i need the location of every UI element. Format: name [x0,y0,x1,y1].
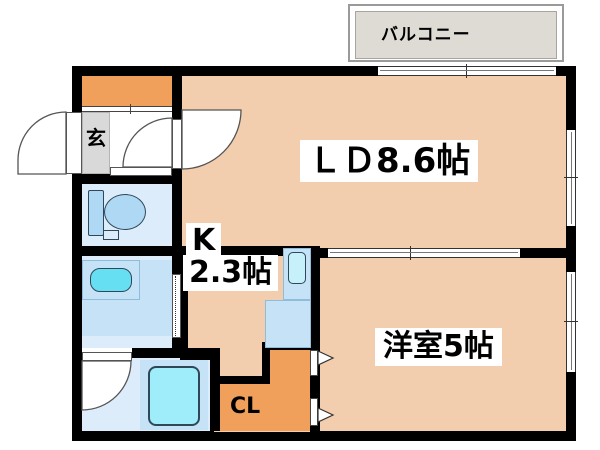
wall-kitchen-left-lower [180,352,220,360]
hall-to-ld-door-leaf[interactable] [172,119,182,169]
washroom-sliding-door-track [175,276,176,336]
closet-folding-door-lower[interactable] [310,398,318,426]
window-room-right-mullion [564,321,578,323]
closet-folding-door-upper[interactable] [310,350,318,376]
ld-room-door-pane-split [330,252,518,253]
ld-to-room-sliding-door[interactable] [328,248,520,258]
ld-room-door-mullion [410,246,412,260]
wall-kitchen-ld [180,246,320,256]
wall-top-left [72,66,576,76]
wall-bath-right [210,348,220,431]
living-dining-label: ＬＤ8.6帖 [300,140,479,182]
bathtub [148,366,200,426]
closet-floor-lower [214,382,318,431]
wall-left [72,66,82,441]
wash-basin-bowl [90,268,132,292]
shoe-closet [82,76,180,106]
balcony-label: バルコニー [381,25,471,45]
washroom-inner-panel-2 [82,300,172,336]
bathroom-door-leaf[interactable] [82,352,132,361]
balcony-door-pane-split [380,70,554,71]
wall-toilet-right [172,184,182,246]
balcony-floor [355,11,557,59]
entrance-label: 玄 [86,126,106,150]
wall-kitchen-left [180,248,188,360]
bathroom-door-swing [81,360,132,411]
wall-hall-bottom [82,174,180,184]
wall-cl-left [262,342,270,384]
wall-washroom-right [172,256,182,276]
window-ld-right-mullion [564,177,578,179]
balcony-door-mullion [466,64,468,78]
toilet-bowl [104,194,146,230]
wall-hall-right [172,66,182,119]
shoe-closet-door-split [130,104,131,114]
shoe-closet-door-line [82,106,180,112]
hall-to-ld-door-swing [181,109,242,170]
entrance-door-swing [17,111,67,175]
kitchen-label: K [186,223,222,259]
closet-folding-door-upper-arrow [317,350,335,366]
wall-toilet-bottom [82,246,180,256]
wall-cl-left-lower [214,376,270,384]
wall-bottom [72,431,576,441]
wall-right [566,66,576,441]
kitchen-stove [265,300,311,348]
toilet-base [103,230,119,240]
wall-washroom-right-2 [172,336,182,358]
kitchen-sink-basin [288,252,306,284]
toilet-door-swing [122,117,173,168]
closet-label: CL [230,394,261,419]
kitchen-size-label: 2.3帖 [183,255,279,291]
entrance-tile [82,112,110,174]
toilet-tank [88,190,104,236]
wall-bath-top [132,348,220,358]
closet-folding-door-lower-arrow [317,407,335,423]
western-room-label: 洋室5帖 [375,328,502,366]
washroom-sliding-door[interactable] [172,274,181,338]
